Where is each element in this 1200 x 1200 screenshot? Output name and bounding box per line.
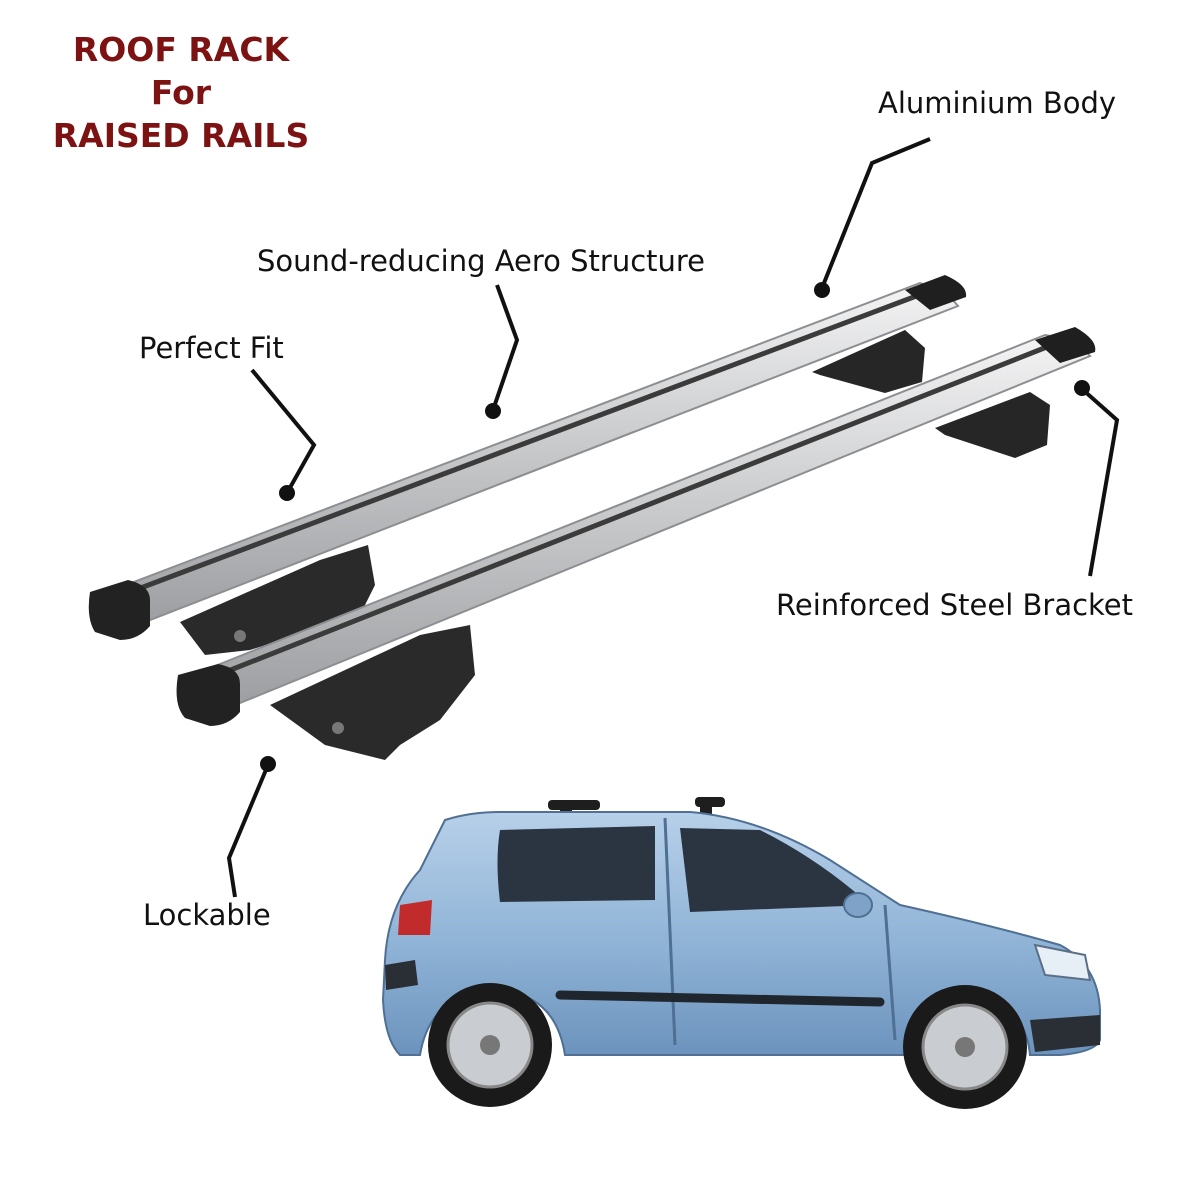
callout-steel-bracket: Reinforced Steel Bracket <box>776 588 1134 622</box>
car-side-molding <box>555 990 885 1007</box>
rear-bar-rubber-channel <box>129 286 936 595</box>
product-title: ROOF RACK For RAISED RAILS <box>40 28 322 157</box>
rear-bar-foot-far <box>812 330 925 393</box>
leader-perfect-fit <box>250 368 317 494</box>
front-cross-bar <box>176 327 1096 760</box>
front-bar-foot-far <box>935 392 1050 458</box>
callout-lockable: Lockable <box>143 898 271 932</box>
car-front-wheel <box>903 985 1027 1109</box>
leader-lockable <box>226 764 270 898</box>
rear-foot-lock <box>234 630 246 642</box>
leader-aluminium-body <box>820 137 931 289</box>
leader-aero-structure <box>491 284 520 411</box>
callout-dots <box>260 282 1090 772</box>
dot-lockable <box>260 756 276 772</box>
car-rear-window <box>497 826 655 902</box>
car-tail-light <box>398 900 432 935</box>
front-bar-foot-near <box>270 625 475 760</box>
hatchback-car <box>381 797 1101 1109</box>
title-line-2: For <box>150 73 212 112</box>
rear-cross-bar <box>88 275 967 655</box>
leader-steel-bracket <box>1080 387 1120 577</box>
car-head-light <box>1033 943 1092 982</box>
title-line-1: ROOF RACK <box>72 30 290 69</box>
car-door-seam-front <box>883 904 897 1041</box>
rear-bar-end-cap-left <box>88 580 150 640</box>
title-line-3: RAISED RAILS <box>52 116 310 155</box>
callout-aluminium-body: Aluminium Body <box>878 86 1117 120</box>
rear-bar-foot-near <box>180 545 375 655</box>
car-door-seam-rear <box>663 817 677 1046</box>
callout-aero-structure: Sound-reducing Aero Structure <box>257 244 706 278</box>
dot-aluminium-body <box>814 282 830 298</box>
car-front-bumper <box>1030 1015 1100 1052</box>
front-bar-end-cap-right <box>1035 327 1096 363</box>
car-side-mirror <box>843 892 873 918</box>
rear-bar-end-cap-right <box>905 275 967 310</box>
front-bar-end-cap-left <box>176 664 240 726</box>
car-rear-wheel <box>428 983 552 1107</box>
car-front-window <box>680 828 870 912</box>
dot-steel-bracket <box>1074 380 1090 396</box>
callout-leaders <box>226 137 1120 898</box>
dot-aero-structure <box>485 403 501 419</box>
front-bar-rubber-channel <box>217 338 1063 678</box>
front-foot-lock <box>332 722 344 734</box>
dot-perfect-fit <box>279 485 295 501</box>
car-rear-bumper <box>385 960 418 990</box>
callout-perfect-fit: Perfect Fit <box>139 331 284 365</box>
